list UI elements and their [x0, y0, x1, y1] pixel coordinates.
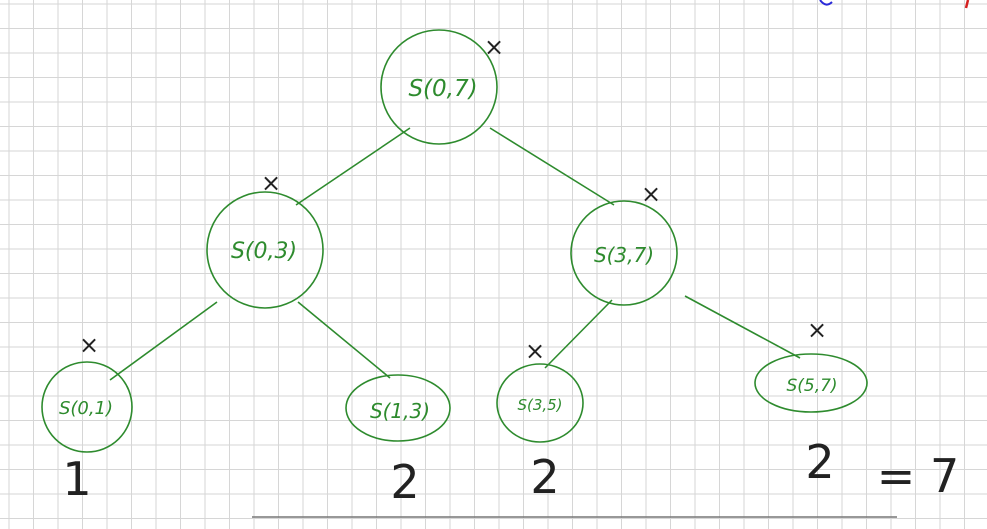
- x-mark-rr: ×: [807, 316, 827, 344]
- total-count: = 7: [877, 449, 959, 503]
- node-root-circle: [380, 29, 498, 145]
- node-root-label: S(0,7): [408, 76, 477, 102]
- edge-left-ll: [109, 301, 218, 381]
- count-rr: 2: [805, 435, 834, 489]
- x-mark-root: ×: [484, 33, 504, 61]
- x-mark-left: ×: [261, 169, 281, 197]
- edge-root-right: [489, 127, 615, 206]
- top-fragment-blue: [819, 0, 833, 6]
- count-lr: 2: [390, 455, 419, 509]
- x-mark-right: ×: [641, 180, 661, 208]
- node-right-label: S(3,7): [594, 243, 654, 267]
- node-lr-label: S(1,3): [370, 399, 430, 423]
- node-left-label: S(0,3): [231, 239, 297, 264]
- node-left-circle: [206, 191, 324, 309]
- node-rl-circle: [496, 363, 584, 443]
- edge-left-lr: [297, 301, 391, 379]
- node-lr-circle: [345, 374, 451, 442]
- edge-right-rr: [684, 295, 801, 359]
- node-labels: S(0,7) S(0,3) S(3,7) S(0,1) S(1,3) S(3,5…: [59, 76, 838, 423]
- visited-marks: × × × × × ×: [79, 33, 827, 365]
- count-ll: 1: [62, 452, 91, 506]
- top-fragment-red: [964, 0, 970, 9]
- node-rl-label: S(3,5): [517, 396, 562, 414]
- x-mark-ll: ×: [79, 331, 99, 359]
- tree-nodes: [41, 29, 868, 453]
- leaf-counts: 1 2 2 2: [62, 435, 834, 509]
- count-rl: 2: [530, 450, 559, 504]
- node-ll-label: S(0,1): [59, 398, 113, 419]
- node-ll-circle: [41, 361, 133, 453]
- node-rr-label: S(5,7): [786, 376, 837, 396]
- x-mark-rl: ×: [525, 337, 545, 365]
- edge-root-left: [295, 127, 411, 206]
- node-right-circle: [570, 200, 678, 306]
- tree-edges: [109, 127, 801, 381]
- node-rr-circle: [754, 353, 868, 413]
- edge-right-rl: [544, 299, 613, 369]
